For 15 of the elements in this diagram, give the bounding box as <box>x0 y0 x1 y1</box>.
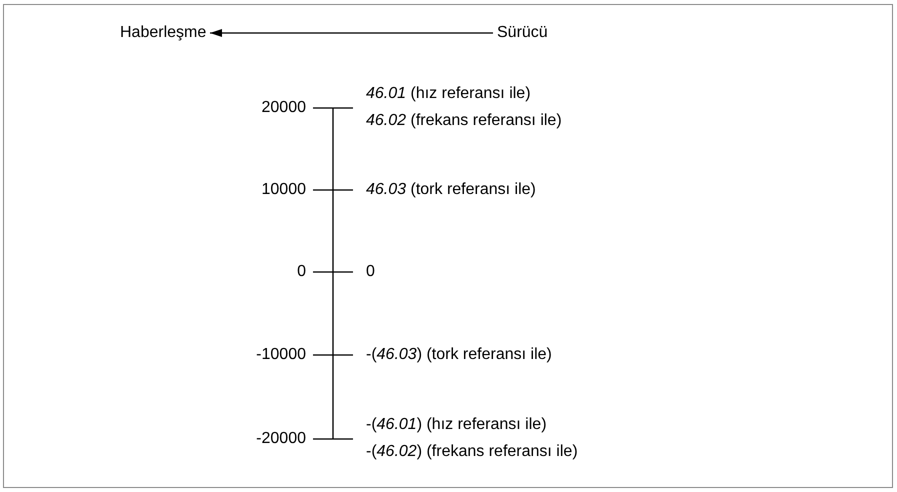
parameter-note: -(46.01) (hız referansı ile) <box>366 415 547 435</box>
scale-value: 10000 <box>262 180 306 200</box>
parameter-note: -(46.02) (frekans referansı ile) <box>366 442 578 462</box>
arrow <box>210 29 493 37</box>
parameter-note: 46.01 (hız referansı ile) <box>366 84 531 104</box>
parameter-note: 0 <box>366 262 375 282</box>
parameter-note: 46.03 (tork referansı ile) <box>366 180 536 200</box>
scale-value: 0 <box>297 262 306 282</box>
scale-value: -20000 <box>256 429 306 449</box>
parameter-note: 46.02 (frekans referansı ile) <box>366 111 562 131</box>
text-label: Sürücü <box>497 22 548 44</box>
scale-value: 20000 <box>262 98 306 118</box>
scale-value: -10000 <box>256 345 306 365</box>
text-label: Haberleşme <box>120 22 206 44</box>
parameter-note: -(46.03) (tork referansı ile) <box>366 345 552 365</box>
